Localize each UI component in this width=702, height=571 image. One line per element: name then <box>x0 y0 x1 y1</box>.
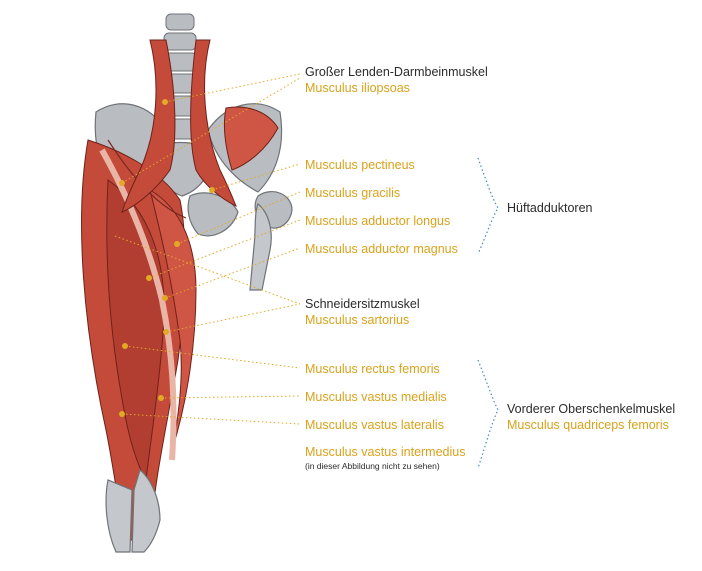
vastus-intermedius-label: Musculus vastus intermedius <box>305 445 466 459</box>
thigh-muscles <box>81 139 197 541</box>
thigh-anatomy-illustration <box>81 13 293 553</box>
iliopsoas-german-label: Großer Lenden-Darmbeinmuskel <box>305 65 488 79</box>
group-brackets <box>477 157 499 469</box>
sartorius-german-label: Schneidersitzmuskel <box>305 297 420 311</box>
iliopsoas-latin-label: Musculus iliopsoas <box>305 81 410 95</box>
rectus-femoris-label: Musculus rectus femoris <box>305 362 440 376</box>
adductor-longus-label: Musculus adductor longus <box>305 214 451 228</box>
leader-lines <box>114 73 301 425</box>
pectineus-label: Musculus pectineus <box>305 158 415 172</box>
gracilis-label: Musculus gracilis <box>305 186 401 200</box>
sartorius-latin-label: Musculus sartorius <box>305 313 410 327</box>
quadriceps-group-latin-label: Musculus quadriceps femoris <box>507 418 669 432</box>
adductor-magnus-label: Musculus adductor magnus <box>305 242 458 256</box>
femur <box>249 203 272 291</box>
vastus-intermedius-note: (in dieser Abbildung nicht zu sehen) <box>305 461 440 471</box>
vastus-medialis-label: Musculus vastus medialis <box>305 390 447 404</box>
iliopsoas-muscle <box>121 39 279 213</box>
quadriceps-group-german-label: Vorderer Oberschenkelmuskel <box>507 402 676 416</box>
knee-and-shin <box>105 468 161 553</box>
vastus-lateralis-label: Musculus vastus lateralis <box>305 418 444 432</box>
hip-adductors-group-label: Hüftadduktoren <box>507 201 593 215</box>
